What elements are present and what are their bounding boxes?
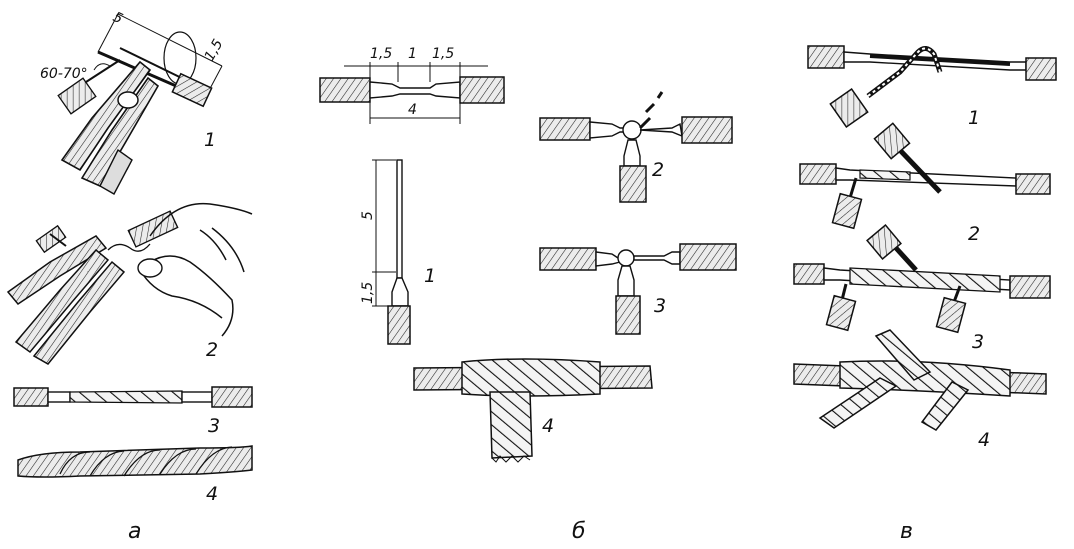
- panel-b-step-3-illustration: [539, 243, 737, 335]
- panel-b-step-2-illustration: [539, 91, 733, 203]
- dim-b-4: 4: [408, 102, 417, 118]
- panel-b-step-1-illustration: [372, 159, 411, 345]
- panel-c-step-3-label: 3: [972, 331, 984, 353]
- panel-c: 1 2 3: [793, 45, 1057, 544]
- panel-a-step-1-label: 1: [204, 129, 216, 151]
- panel-b: 1,5 1 1,5 4 5 1,5 1 2: [319, 46, 737, 544]
- panel-a-caption: а: [128, 519, 141, 544]
- dim-angle: 60-70°: [40, 66, 88, 82]
- panel-a-step-4-label: 4: [206, 483, 218, 505]
- panel-c-step-3-illustration: [793, 224, 1051, 334]
- dim-b-1-5-right: 1,5: [432, 46, 454, 62]
- panel-c-step-1-illustration: [807, 45, 1057, 128]
- panel-a: 5 60-70° 1,5 1 2 3: [6, 9, 253, 544]
- panel-c-step-2-label: 2: [968, 223, 980, 245]
- panel-a-step-2-illustration: [6, 202, 253, 365]
- panel-c-step-4-illustration: [793, 329, 1047, 431]
- panel-b-step-1-label: 1: [424, 265, 436, 287]
- dim-b-1: 1: [408, 46, 417, 62]
- dim-1-5: 1,5: [202, 37, 227, 64]
- panel-a-step-3-illustration: [13, 386, 253, 408]
- panel-c-step-1-label: 1: [968, 107, 980, 129]
- panel-a-step-4-illustration: [17, 445, 253, 478]
- panel-c-caption: в: [900, 519, 913, 544]
- panel-b-step-2-label: 2: [652, 159, 664, 181]
- dim-b-1-5-left: 1,5: [370, 46, 392, 62]
- panel-b-step-4-illustration: [413, 358, 653, 463]
- dim-b-5: 5: [360, 211, 376, 220]
- panel-b-dimension-drawing: [319, 62, 505, 124]
- panel-b-caption: б: [572, 519, 586, 544]
- panel-a-step-1-illustration: [57, 13, 223, 195]
- panel-a-step-2-label: 2: [206, 339, 218, 361]
- panel-b-step-3-label: 3: [654, 295, 666, 317]
- panel-a-step-3-label: 3: [208, 415, 220, 437]
- panel-c-step-2-illustration: [799, 122, 1051, 230]
- panel-b-step-4-label: 4: [542, 415, 554, 437]
- panel-c-step-4-label: 4: [978, 429, 990, 451]
- dim-b-1-5-vert: 1,5: [360, 282, 376, 304]
